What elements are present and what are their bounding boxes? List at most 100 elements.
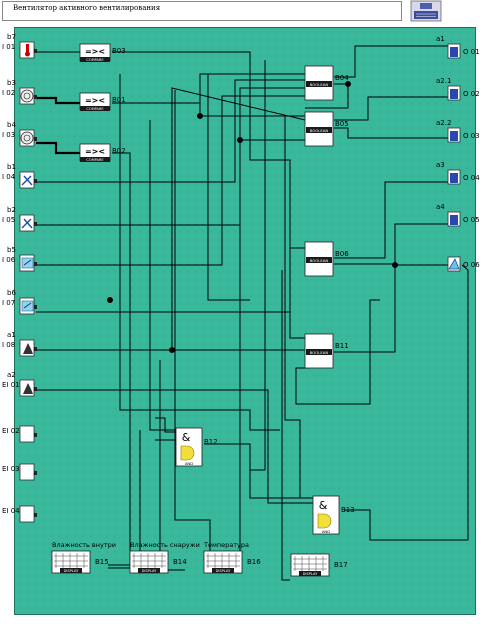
switch-icon — [21, 218, 33, 229]
output-o-03[interactable]: a2.2O 03 — [436, 119, 480, 143]
output-id: O 02 — [463, 90, 480, 98]
block-id: B04 — [335, 74, 349, 82]
input-id: I 06 — [2, 256, 16, 264]
input-id: EI 04 — [2, 507, 20, 515]
input-connector — [34, 305, 37, 309]
wire-38 — [284, 115, 301, 498]
wire-27 — [204, 443, 313, 499]
input-connector — [34, 433, 37, 437]
compare-label-bar — [80, 57, 110, 62]
and-sub: AND — [322, 529, 330, 534]
output-id: O 01 — [463, 48, 480, 56]
and-sub: AND — [185, 461, 193, 466]
display-block-b17[interactable]: DISPLAY B17 — [290, 553, 348, 577]
level-icon — [21, 257, 34, 269]
boolean-sub: BOOLEAN — [310, 82, 329, 87]
input-id: EI 03 — [2, 465, 20, 473]
input-connector — [34, 471, 37, 475]
input-i-01[interactable]: b7I 01 — [2, 33, 37, 59]
input-id: I 04 — [2, 173, 16, 181]
gauge-icon — [20, 89, 34, 103]
boolean-block-b04[interactable]: BOOLEAN B04 — [304, 65, 349, 101]
junction-dot-6 — [107, 297, 113, 303]
output-o-04[interactable]: a3O 04 — [436, 161, 480, 185]
output-o-01[interactable]: a1O 01 — [436, 35, 480, 59]
compare-symbol: =>< — [85, 147, 105, 156]
input-id: I 07 — [2, 299, 15, 307]
block-id: B14 — [173, 558, 187, 566]
input-i-03[interactable]: b4I 03 — [2, 121, 37, 147]
wire-21 — [334, 223, 448, 265]
input-id: I 02 — [2, 89, 15, 97]
input-ei-04[interactable]: EI 04 — [2, 505, 37, 523]
input-i-02[interactable]: b3 I 02 — [2, 79, 37, 105]
junction-dot-2 — [169, 347, 175, 353]
wire-30 — [213, 139, 305, 571]
boolean-sub: BOOLEAN — [310, 128, 329, 133]
and-gate-icon — [317, 513, 332, 529]
input-tag: b6 — [7, 289, 16, 297]
wire-3 — [36, 142, 80, 154]
input-id: I 08 — [2, 341, 15, 349]
block-id: B02 — [112, 147, 126, 155]
output-o-06[interactable]: O 06 — [447, 256, 480, 272]
output-o-05[interactable]: a4O 05 — [436, 203, 480, 227]
lamp-icon — [450, 89, 458, 99]
display-sub: DISPLAY — [64, 569, 80, 573]
output-tag: a2.2 — [436, 119, 451, 127]
and-gate-icon — [180, 445, 195, 461]
input-connector — [34, 347, 37, 351]
lamp-icon — [450, 173, 458, 183]
lamp-icon — [450, 131, 458, 141]
thermometer-icon — [25, 44, 30, 57]
input-ei-02[interactable]: EI 02 — [2, 425, 37, 443]
output-tag: a2.1 — [436, 77, 451, 85]
lamp-icon — [450, 215, 458, 225]
boolean-label-bar — [306, 81, 332, 87]
wire-24 — [295, 299, 380, 405]
display-label-bar — [60, 568, 82, 573]
boolean-label-bar — [306, 349, 332, 355]
display-sub: DISPLAY — [303, 572, 319, 576]
input-i-05[interactable]: b2I 05 — [2, 206, 37, 232]
boolean-label-bar — [306, 127, 332, 133]
output-o-02[interactable]: a2.1 O 02 — [436, 77, 480, 101]
level-icon — [21, 300, 34, 312]
hand-icon — [23, 343, 33, 354]
input-connector — [34, 179, 37, 183]
input-ei-03[interactable]: EI 03 — [2, 463, 37, 481]
program-title: Вентилятор активного вентилирования — [13, 4, 161, 12]
input-i-07[interactable]: b6 I 07 — [2, 289, 37, 315]
block-id: B03 — [112, 47, 126, 55]
boolean-label-bar — [306, 257, 332, 263]
compare-label-bar — [80, 106, 110, 111]
block-id: B17 — [334, 561, 348, 569]
input-i-06[interactable]: b5I 06 — [2, 246, 37, 272]
display-title: Влажность внутри — [52, 541, 116, 549]
input-box — [19, 463, 35, 481]
program-status-icon[interactable] — [408, 0, 444, 22]
block-id: B13 — [341, 506, 355, 514]
wire-16 — [334, 45, 448, 78]
output-id: O 04 — [463, 174, 480, 182]
input-connector — [34, 387, 37, 391]
input-tag: b3 — [7, 79, 16, 87]
input-i-08[interactable]: a1I 08 — [2, 331, 37, 357]
input-i-04[interactable]: b1I 04 — [2, 163, 37, 189]
junction-dot-1 — [197, 113, 203, 119]
display-label-bar — [212, 568, 234, 573]
compare-symbol: =>< — [85, 96, 105, 105]
